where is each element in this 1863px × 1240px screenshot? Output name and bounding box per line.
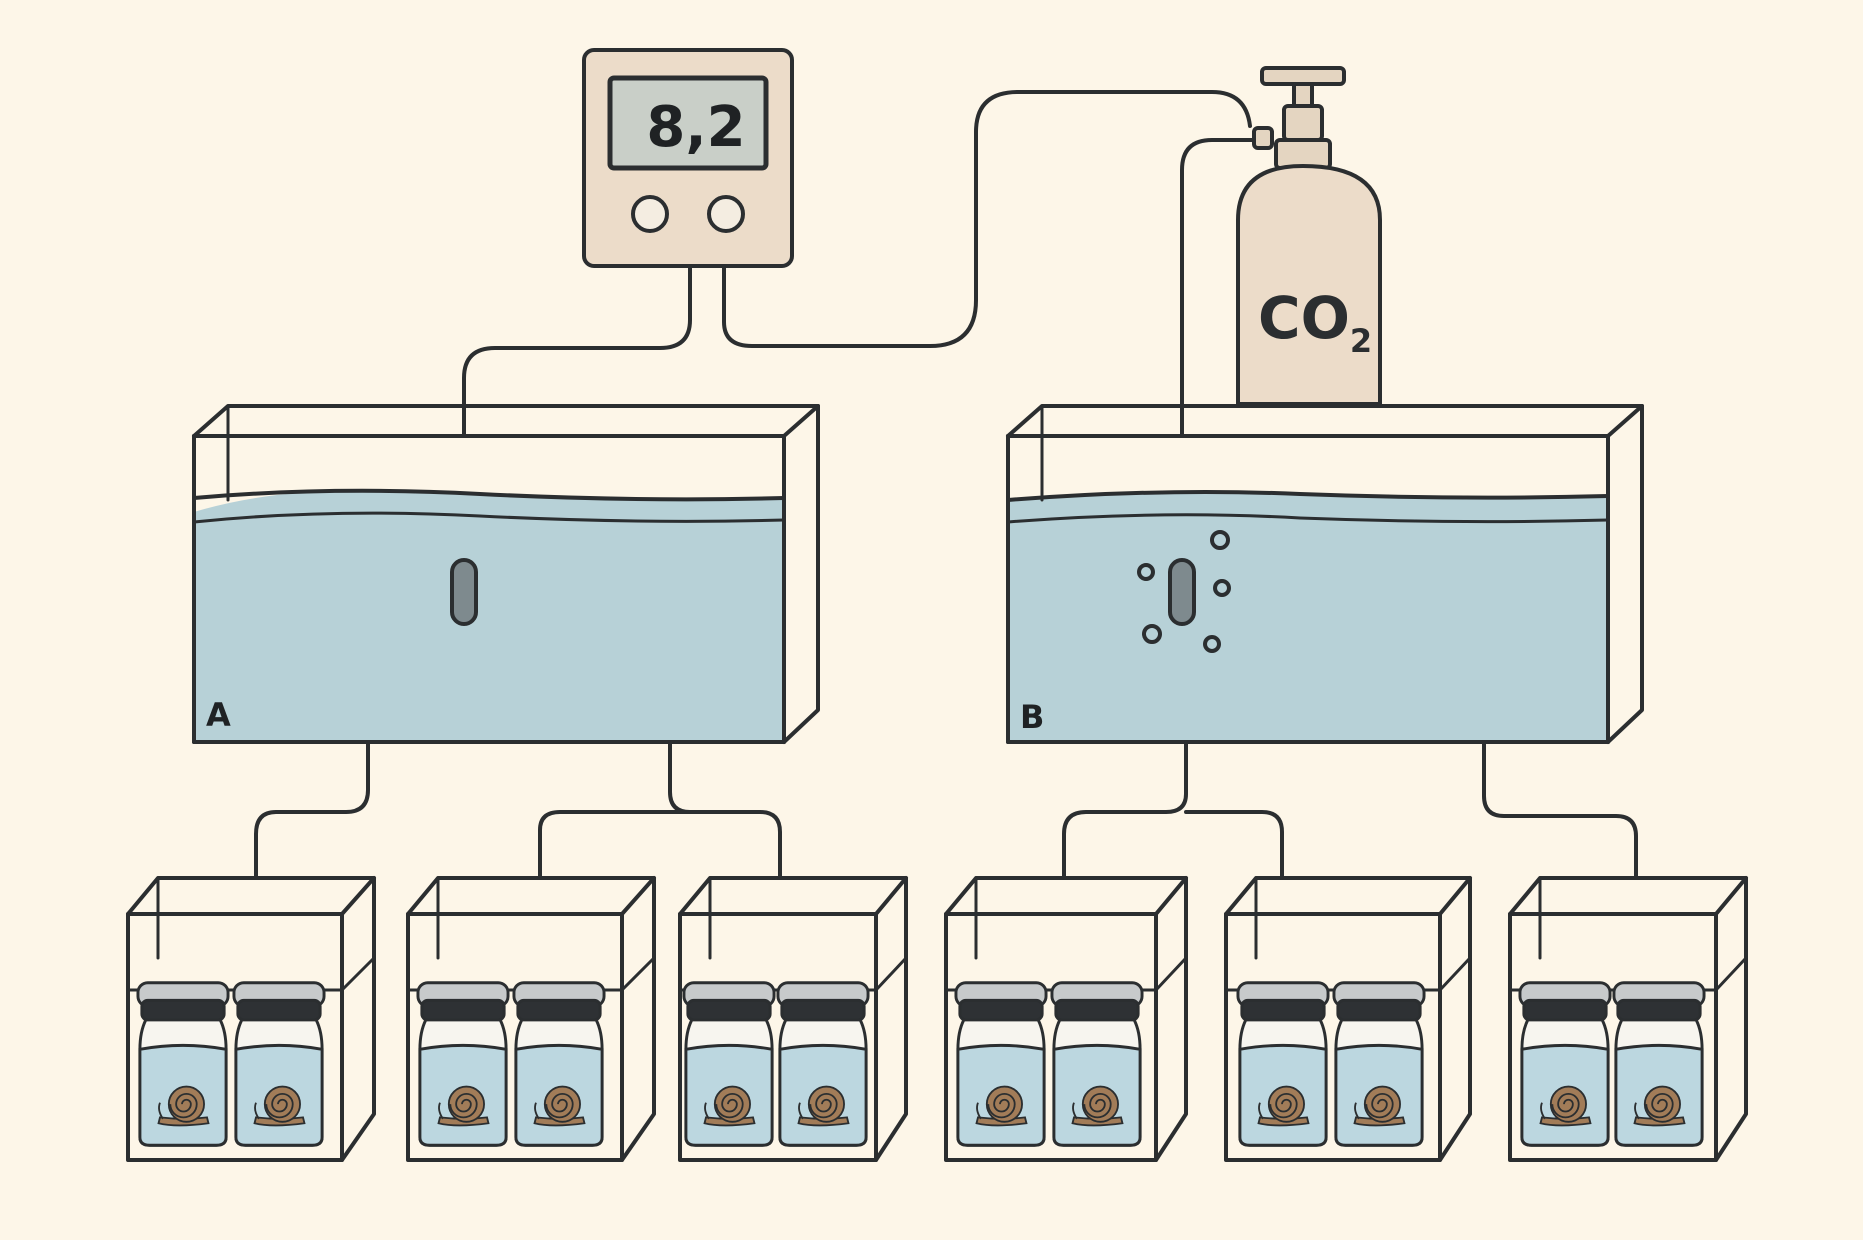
tank-b-water [1008, 492, 1608, 742]
meter-cable [722, 90, 1252, 348]
co2-gas-line [1180, 138, 1264, 562]
jar [684, 983, 774, 1146]
jar [418, 983, 508, 1146]
meter-reading: 8,2 [646, 95, 745, 160]
tank-b-label: B [1020, 698, 1044, 736]
jar [1520, 983, 1610, 1146]
tank-a-label: A [206, 696, 231, 734]
tube-a1 [254, 740, 370, 880]
aquarium-1 [126, 876, 376, 1162]
co2-cylinder: CO2 [1236, 66, 1382, 406]
jar [234, 983, 324, 1146]
tube-b-split [1184, 810, 1284, 880]
gas-diffuser-b [1168, 558, 1196, 626]
aquarium-3 [678, 876, 908, 1162]
probe-a [450, 558, 478, 626]
probe-cable-a [462, 264, 692, 562]
tube-a-split [538, 810, 782, 880]
jar [1334, 983, 1424, 1146]
tank-b: B [1006, 404, 1644, 744]
aquarium-6 [1508, 876, 1748, 1162]
co2-bubbles [1137, 530, 1231, 653]
aquarium-5 [1224, 876, 1472, 1162]
jar [514, 983, 604, 1146]
cylinder-label: CO2 [1258, 284, 1372, 360]
jar [138, 983, 228, 1146]
cylinder-valve [1252, 126, 1274, 150]
aquaria [126, 876, 1748, 1162]
meter-display [607, 75, 769, 171]
jar [1614, 983, 1704, 1146]
tube-a2 [668, 740, 692, 814]
jar [1238, 983, 1328, 1146]
connection-lines [254, 90, 1638, 880]
aquarium-4 [944, 876, 1188, 1162]
jar [778, 983, 868, 1146]
tank-a-water [194, 489, 784, 742]
tube-b2 [1482, 740, 1638, 880]
jar [1052, 983, 1142, 1146]
meter-button-left[interactable] [631, 195, 669, 233]
aquarium-2 [406, 876, 656, 1162]
jar [956, 983, 1046, 1146]
tank-a: A [192, 404, 820, 744]
ph-meter: 8,2 [582, 48, 794, 268]
meter-button-right[interactable] [707, 195, 745, 233]
tube-b1 [1062, 740, 1188, 880]
